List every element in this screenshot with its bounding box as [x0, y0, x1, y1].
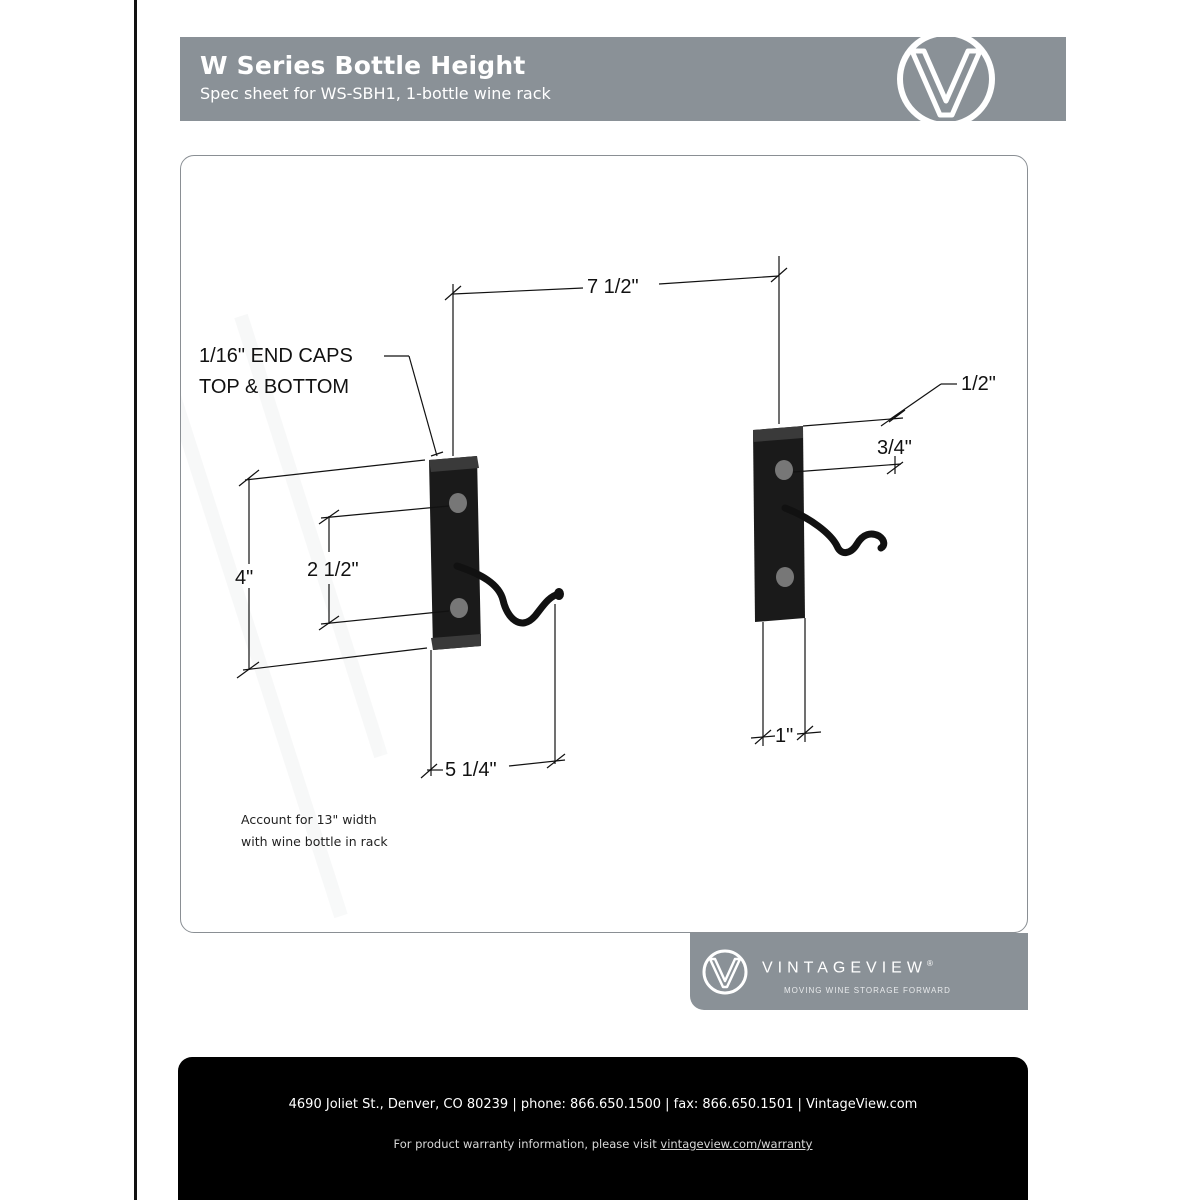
left-rack-hook: [453, 562, 563, 627]
right-rack-plate: [753, 426, 805, 622]
footer-contact-info: 4690 Joliet St., Denver, CO 80239 | phon…: [288, 1097, 918, 1112]
dim-total-width-label: 7 1/2": [587, 276, 639, 298]
right-rack-drawing: [753, 426, 888, 622]
callout-end-caps-line2: TOP & BOTTOM: [199, 376, 349, 398]
dim-top-offset-label: 1/2": [961, 373, 996, 395]
left-rack-top-hole: [449, 493, 467, 513]
dimension-lines: [236, 256, 957, 779]
vintageview-logo-icon: [702, 949, 748, 995]
vintageview-v-logo-icon: [897, 31, 995, 127]
right-rack-bottom-hole: [776, 567, 794, 587]
technical-drawing: 7 1/2" 1/16" END CAPS TOP & BOTTOM 4" 2 …: [181, 256, 996, 919]
page-title: W Series Bottle Height: [200, 51, 526, 80]
callout-end-caps-line1: 1/16" END CAPS: [199, 345, 353, 367]
brand-block: VINTAGEVIEW® MOVING WINE STORAGE FORWARD: [690, 933, 1028, 1010]
dim-width-label: 1": [775, 725, 793, 747]
header-bar: W Series Bottle Height Spec sheet for WS…: [180, 31, 1066, 127]
brand-name: VINTAGEVIEW®: [762, 959, 933, 977]
brand-tagline: MOVING WINE STORAGE FORWARD: [784, 986, 951, 995]
footer-warranty-info: For product warranty information, please…: [178, 1137, 1028, 1151]
drawing-panel: 7 1/2" 1/16" END CAPS TOP & BOTTOM 4" 2 …: [180, 155, 1028, 933]
warranty-link[interactable]: vintageview.com/warranty: [660, 1137, 813, 1151]
right-rack-hook: [781, 504, 888, 556]
left-rack-plate: [429, 456, 481, 650]
left-rack-bottom-hole: [450, 598, 468, 618]
page-subtitle: Spec sheet for WS-SBH1, 1-bottle wine ra…: [200, 84, 551, 103]
left-rack-drawing: [429, 456, 564, 650]
right-rack-top-hole: [775, 460, 793, 480]
footer-bar: 4690 Joliet St., Denver, CO 80239 | phon…: [178, 1057, 1028, 1200]
footer-warranty-text: For product warranty information, please…: [393, 1137, 661, 1151]
dim-hole-offset-label: 3/4": [877, 437, 912, 459]
dim-hole-spacing-label: 2 1/2": [307, 559, 359, 581]
bottle-width-note-line1: Account for 13" width: [241, 812, 377, 827]
watermark-logo-icon: [181, 313, 388, 919]
bottle-width-note-line2: with wine bottle in rack: [241, 834, 388, 849]
page-left-rule: [134, 0, 137, 1200]
dim-height-label: 4": [235, 567, 253, 589]
dim-depth-label: 5 1/4": [445, 759, 497, 781]
